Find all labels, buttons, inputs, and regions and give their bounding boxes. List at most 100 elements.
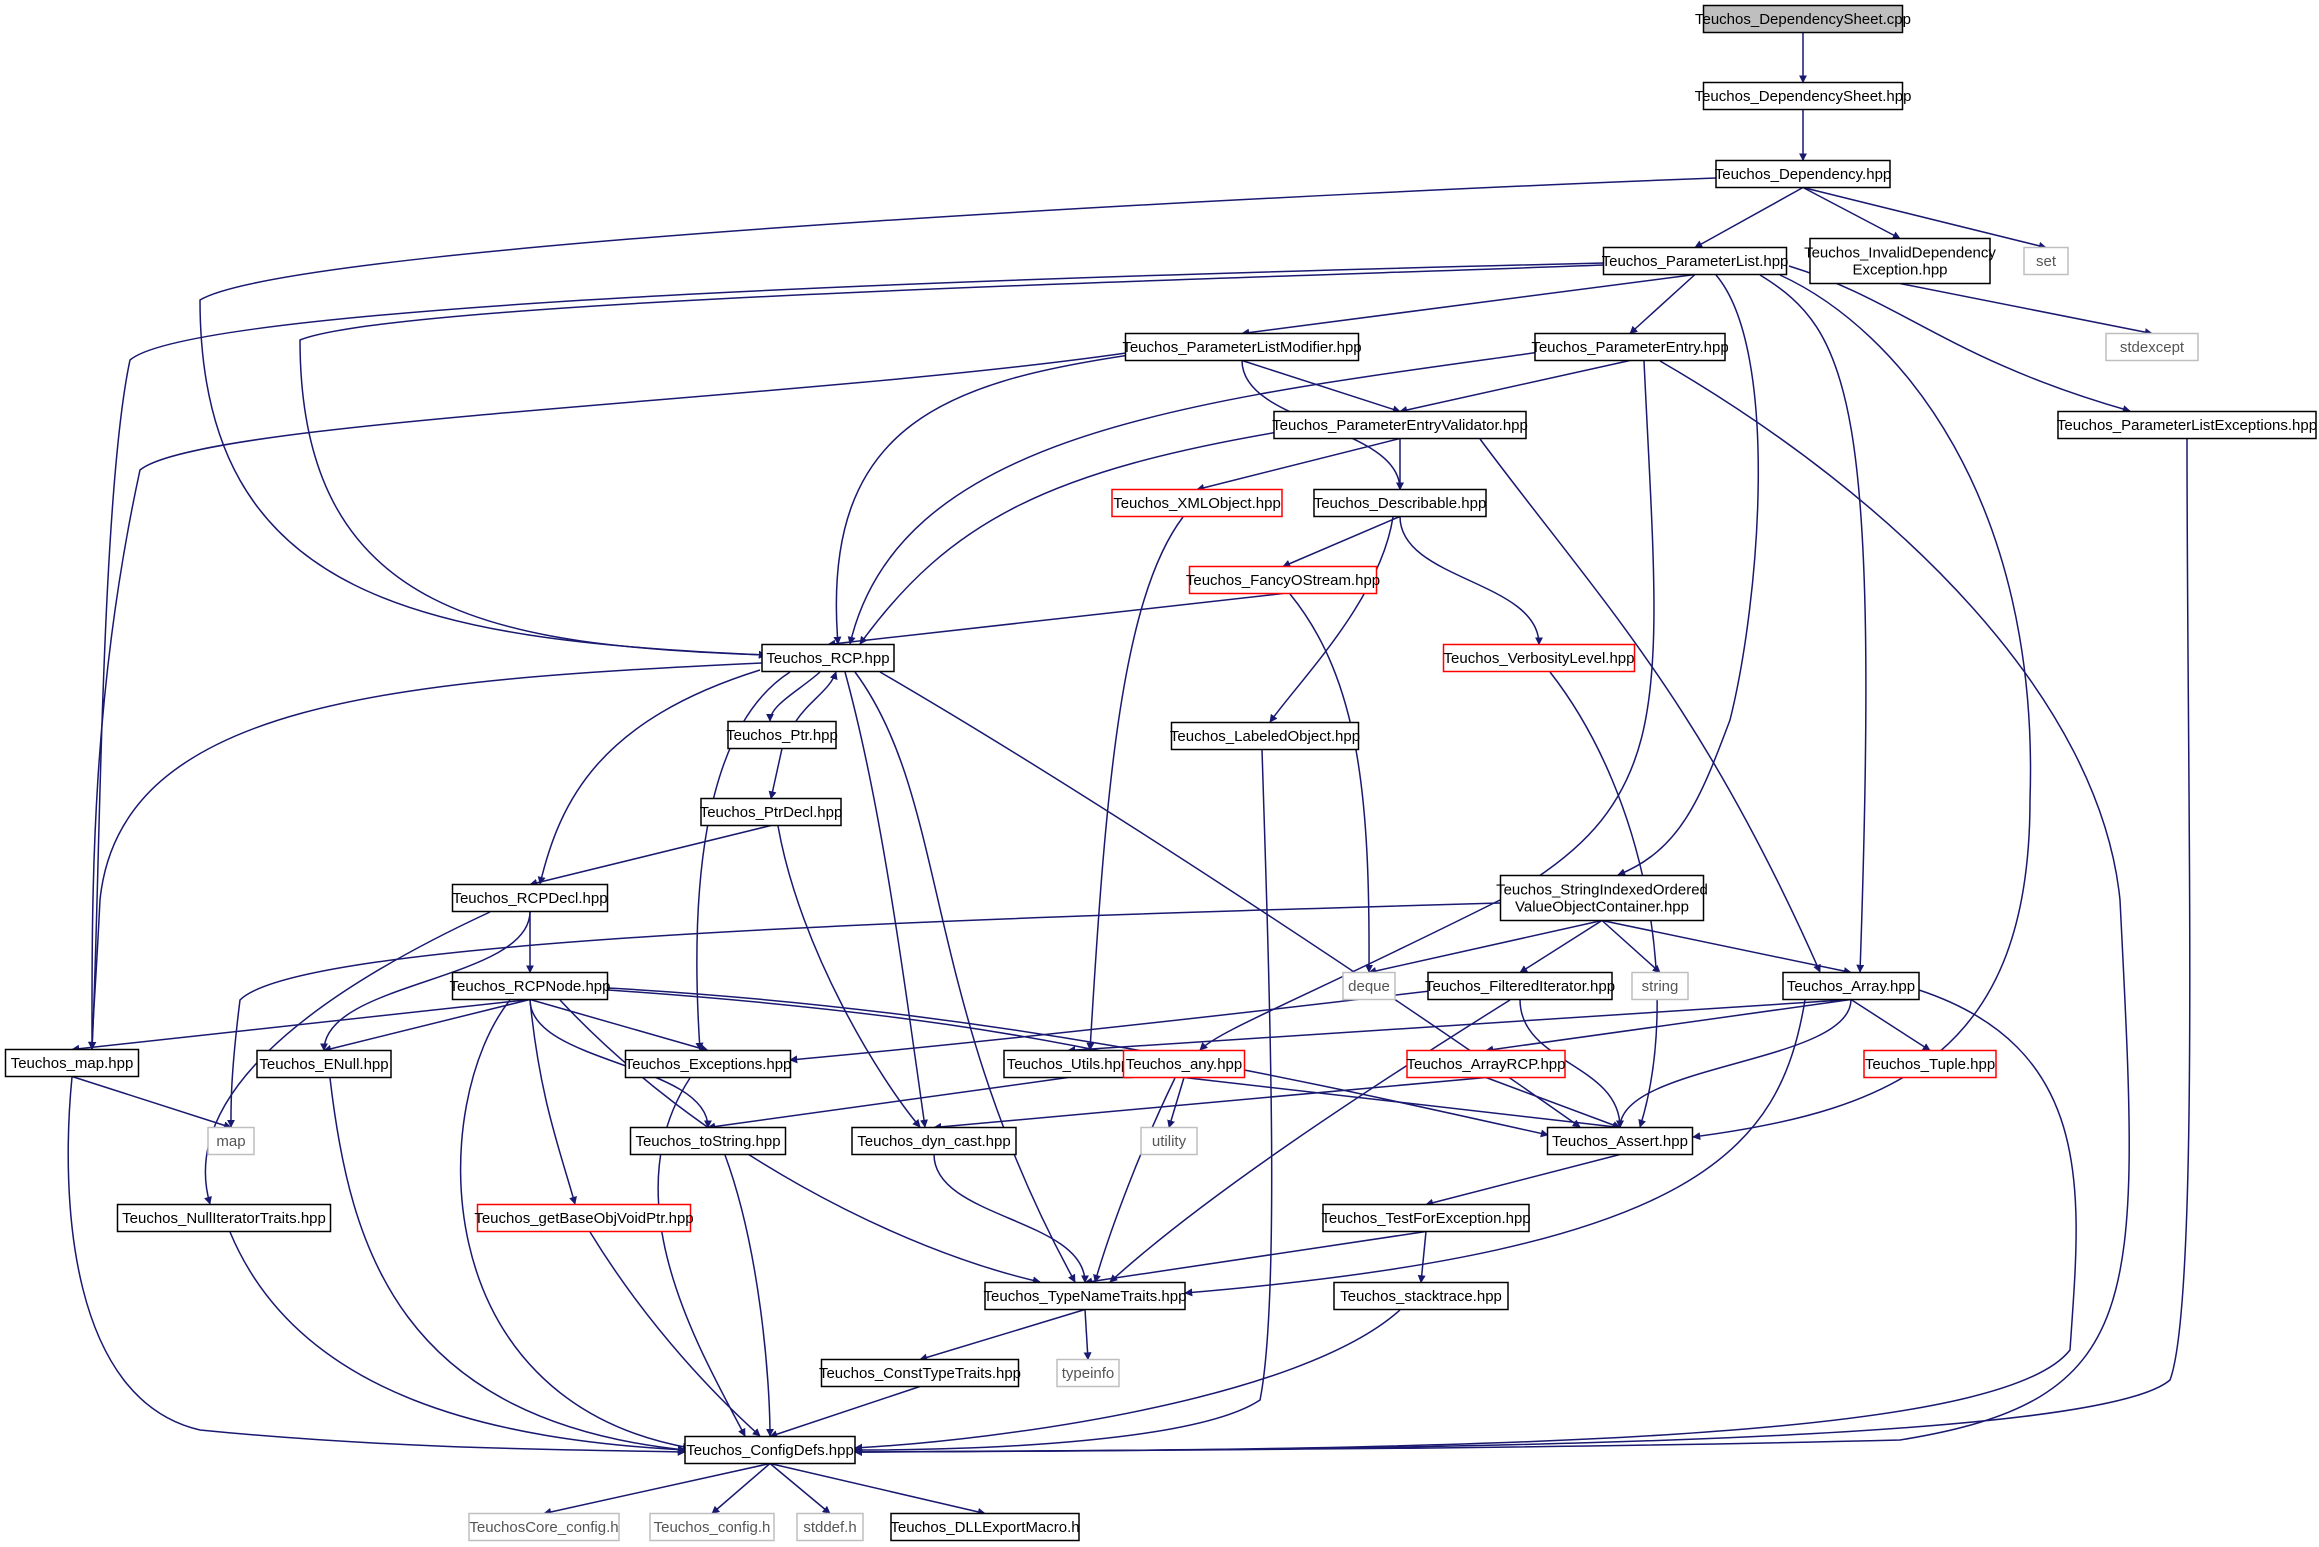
node-verbosity[interactable]: Teuchos_VerbosityLevel.hpp	[1442, 643, 1636, 673]
node-arrayrcp[interactable]: Teuchos_ArrayRCP.hpp	[1406, 1049, 1566, 1079]
edge-assert-to-testforexc	[1425, 1153, 1621, 1207]
node-label: Teuchos_ArrayRCP.hpp	[1407, 1056, 1566, 1073]
edge-describable-to-fancyostream	[1282, 515, 1401, 568]
node-fancyostream[interactable]: Teuchos_FancyOStream.hpp	[1186, 565, 1380, 595]
node-box	[1702, 4, 1904, 34]
edge-plmodifier-to-map_hpp	[87, 352, 1127, 1050]
node-array[interactable]: Teuchos_Array.hpp	[1782, 971, 1920, 1001]
edge-strindexed-to-string	[1601, 919, 1661, 974]
node-string: string	[1631, 971, 1689, 1001]
node-tuple[interactable]: Teuchos_Tuple.hpp	[1863, 1049, 1997, 1079]
node-label: map	[216, 1133, 245, 1150]
node-dyncast[interactable]: Teuchos_dyn_cast.hpp	[851, 1126, 1017, 1156]
node-label: Teuchos_ENull.hpp	[259, 1056, 388, 1073]
node-consttypetraits[interactable]: Teuchos_ConstTypeTraits.hpp	[819, 1358, 1021, 1388]
node-filterediter[interactable]: Teuchos_FilteredIterator.hpp	[1425, 971, 1615, 1001]
node-configdefs[interactable]: Teuchos_ConfigDefs.hpp	[684, 1435, 856, 1465]
node-testforexc[interactable]: Teuchos_TestForException.hpp	[1321, 1203, 1531, 1233]
node-label: Teuchos_VerbosityLevel.hpp	[1444, 650, 1635, 667]
node-exceptions[interactable]: Teuchos_Exceptions.hpp	[624, 1049, 792, 1079]
node-box	[1333, 1281, 1509, 1311]
node-box	[1534, 332, 1726, 362]
node-label: Teuchos_any.hpp	[1126, 1056, 1242, 1073]
node-box	[624, 1049, 792, 1079]
node-rcpnode[interactable]: Teuchos_RCPNode.hpp	[450, 971, 611, 1001]
node-pentry[interactable]: Teuchos_ParameterEntry.hpp	[1531, 332, 1729, 362]
node-label: ValueObjectContainer.hpp	[1515, 899, 1689, 916]
node-sheet-hpp[interactable]: Teuchos_DependencySheet.hpp	[1695, 81, 1912, 111]
edge-paramlist-to-strindexed	[1617, 274, 1759, 877]
node-plmodifier[interactable]: Teuchos_ParameterListModifier.hpp	[1122, 332, 1362, 362]
node-box	[1056, 1358, 1120, 1388]
node-describable[interactable]: Teuchos_Describable.hpp	[1313, 488, 1487, 518]
node-label: Teuchos_Exceptions.hpp	[625, 1056, 792, 1073]
edge-nulliter-to-configdefs	[229, 1231, 686, 1454]
edge-ptr-to-ptrdecl	[768, 748, 783, 800]
node-box	[796, 1512, 864, 1542]
node-utils[interactable]: Teuchos_Utils.hpp	[1003, 1049, 1133, 1079]
edge-dependency-to-invaliddep	[1802, 186, 1901, 240]
node-labeledobject[interactable]: Teuchos_LabeledObject.hpp	[1170, 721, 1360, 751]
edge-rcp-to-map_hpp	[88, 662, 763, 1050]
edge-dependency-to-set	[1802, 186, 2047, 250]
node-stacktrace[interactable]: Teuchos_stacktrace.hpp	[1333, 1281, 1509, 1311]
node-getbaseobj[interactable]: Teuchos_getBaseObjVoidPtr.hpp	[474, 1203, 694, 1233]
node-any[interactable]: Teuchos_any.hpp	[1122, 1049, 1246, 1079]
node-box	[1273, 410, 1527, 440]
node-paramlist[interactable]: Teuchos_ParameterList.hpp	[1602, 246, 1789, 276]
node-box	[727, 720, 837, 750]
node-deque: deque	[1342, 971, 1396, 1001]
node-label: Teuchos_ParameterList.hpp	[1602, 253, 1789, 270]
node-pevalidator[interactable]: Teuchos_ParameterEntryValidator.hpp	[1272, 410, 1528, 440]
node-enull[interactable]: Teuchos_ENull.hpp	[256, 1049, 392, 1079]
edge-getbaseobj-to-configdefs	[589, 1231, 761, 1437]
node-box	[2023, 246, 2069, 276]
node-label: Teuchos_Utils.hpp	[1007, 1056, 1130, 1073]
node-strindexed[interactable]: Teuchos_StringIndexedOrderedValueObjectC…	[1496, 874, 1708, 922]
edges-layer	[67, 32, 2191, 1516]
node-label: Teuchos_Assert.hpp	[1552, 1133, 1688, 1150]
node-nulliter[interactable]: Teuchos_NullIteratorTraits.hpp	[116, 1203, 332, 1233]
node-typenametraits[interactable]: Teuchos_TypeNameTraits.hpp	[984, 1281, 1187, 1311]
node-dependency[interactable]: Teuchos_Dependency.hpp	[1715, 159, 1892, 189]
node-sheet-cpp[interactable]: Teuchos_DependencySheet.cpp	[1695, 4, 1911, 34]
node-label: set	[2036, 253, 2057, 270]
edge-array-to-typenametraits	[1184, 999, 1806, 1297]
edge-rcpnode-to-assert	[607, 987, 1549, 1138]
node-stdexcept: stdexcept	[2105, 332, 2199, 362]
edge-ptr-to-rcp	[795, 671, 838, 722]
edge-plmodifier-to-rcp	[833, 351, 1151, 645]
node-label: Teuchos_stacktrace.hpp	[1340, 1288, 1502, 1305]
edge-rcpnode-to-typenametraits	[559, 999, 1041, 1285]
node-box	[476, 1203, 692, 1233]
node-box	[207, 1126, 255, 1156]
node-assert[interactable]: Teuchos_Assert.hpp	[1546, 1126, 1694, 1156]
node-dllexport[interactable]: Teuchos_DLLExportMacro.h	[890, 1512, 1080, 1542]
node-box	[451, 883, 609, 913]
node-label: Teuchos_RCPNode.hpp	[450, 978, 611, 995]
node-rcp[interactable]: Teuchos_RCP.hpp	[761, 643, 895, 673]
edge-rcp-to-rcpdecl	[537, 669, 761, 885]
node-label: TeuchosCore_config.h	[469, 1519, 618, 1536]
node-xmlobject[interactable]: Teuchos_XMLObject.hpp	[1111, 488, 1283, 518]
node-label: Teuchos_ParameterListExceptions.hpp	[2057, 417, 2317, 434]
edge-fancyostream-to-deque	[1289, 593, 1374, 973]
edge-plexceptions-to-configdefs	[854, 438, 2191, 1456]
node-ptr[interactable]: Teuchos_Ptr.hpp	[726, 720, 838, 750]
edge-rcp-to-dyncast	[844, 671, 928, 1128]
node-label: Teuchos_FancyOStream.hpp	[1186, 572, 1380, 589]
nodes-layer: Teuchos_DependencySheet.cppTeuchos_Depen…	[4, 4, 2317, 1542]
node-label: Teuchos_Tuple.hpp	[1865, 1056, 1995, 1073]
node-label: Teuchos_Dependency.hpp	[1715, 166, 1892, 183]
edge-rcp-to-exceptions	[695, 671, 791, 1051]
node-box	[1140, 1126, 1198, 1156]
edge-ptrdecl-to-dyncast	[777, 825, 921, 1128]
edge-configdefs-to-dllexport	[769, 1462, 986, 1516]
node-rcpdecl[interactable]: Teuchos_RCPDecl.hpp	[451, 883, 609, 913]
node-plexceptions[interactable]: Teuchos_ParameterListExceptions.hpp	[2057, 410, 2317, 440]
edge-paramlist-to-array	[1759, 274, 1867, 973]
node-map-hpp[interactable]: Teuchos_map.hpp	[4, 1048, 140, 1078]
node-ptrdecl[interactable]: Teuchos_PtrDecl.hpp	[700, 797, 843, 827]
node-tostring[interactable]: Teuchos_toString.hpp	[629, 1126, 787, 1156]
